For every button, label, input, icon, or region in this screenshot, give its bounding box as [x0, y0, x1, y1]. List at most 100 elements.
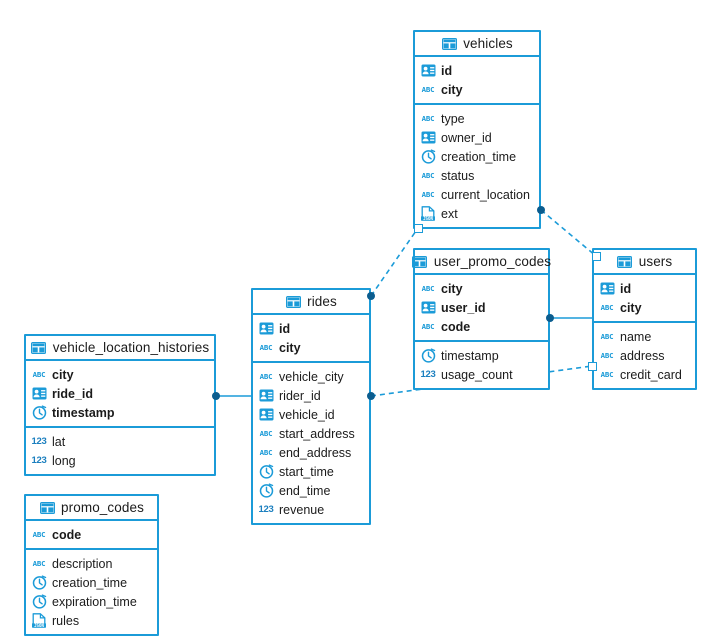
column-row[interactable]: ABC city	[26, 365, 214, 384]
column-name: rider_id	[279, 388, 321, 403]
table-header-user_promo_codes[interactable]: user_promo_codes	[412, 250, 551, 275]
svg-text:JSON: JSON	[34, 623, 44, 628]
column-name: credit_card	[620, 367, 682, 382]
column-row[interactable]: end_time	[253, 481, 369, 500]
column-name: address	[620, 348, 665, 363]
abc-icon: ABC	[421, 283, 435, 293]
column-row[interactable]: timestamp	[415, 346, 548, 365]
123-icon: 123	[31, 435, 47, 447]
column-row[interactable]: ABC city	[253, 338, 369, 357]
column-name: city	[52, 367, 74, 382]
column-row[interactable]: ABC address	[594, 346, 695, 365]
column-name: name	[620, 329, 652, 344]
column-row[interactable]: owner_id	[415, 128, 539, 147]
edge-endpoint-dot	[537, 206, 545, 214]
table-icon	[412, 254, 428, 270]
abc-icon: ABC	[32, 529, 46, 539]
column-row[interactable]: user_id	[415, 298, 548, 317]
json-doc-icon: JSON	[420, 206, 436, 222]
column-name: city	[441, 82, 463, 97]
column-name: creation_time	[52, 575, 128, 590]
column-row[interactable]: timestamp	[26, 403, 214, 422]
edge-endpoint-dot	[367, 292, 375, 300]
column-row[interactable]: rider_id	[253, 386, 369, 405]
column-row[interactable]: id	[594, 279, 695, 298]
column-name: ride_id	[52, 386, 93, 401]
edge-endpoint-dot	[546, 314, 554, 322]
column-row[interactable]: vehicle_id	[253, 405, 369, 424]
id-card-icon	[258, 407, 274, 423]
column-row[interactable]: id	[253, 319, 369, 338]
table-header-users[interactable]: users	[594, 250, 695, 275]
table-icon	[617, 254, 633, 270]
column-name: timestamp	[441, 348, 499, 363]
123-icon: 123	[31, 454, 47, 466]
table-header-rides[interactable]: rides	[253, 290, 369, 315]
clock-icon	[31, 594, 47, 610]
column-name: long	[52, 453, 76, 468]
column-row[interactable]: 123 long	[26, 451, 214, 470]
table-header-promo_codes[interactable]: promo_codes	[26, 496, 157, 521]
abc-icon: ABC	[259, 428, 273, 438]
edge-endpoint-square	[587, 361, 597, 371]
column-name: user_id	[441, 300, 486, 315]
abc-icon: ABC	[600, 350, 614, 360]
column-row[interactable]: start_time	[253, 462, 369, 481]
clock-icon	[258, 483, 274, 499]
column-row[interactable]: expiration_time	[26, 592, 157, 611]
table-header-vehicles[interactable]: vehicles	[415, 32, 539, 57]
column-name: id	[441, 63, 453, 78]
clock-icon	[420, 348, 436, 364]
column-row[interactable]: creation_time	[415, 147, 539, 166]
column-name: description	[52, 556, 113, 571]
column-name: owner_id	[441, 130, 492, 145]
column-name: start_time	[279, 464, 334, 479]
edge-endpoint-square	[591, 251, 601, 261]
clock-icon	[31, 405, 47, 421]
column-name: end_time	[279, 483, 331, 498]
column-name: creation_time	[441, 149, 517, 164]
column-row[interactable]: creation_time	[26, 573, 157, 592]
123-icon: 123	[420, 368, 436, 380]
column-name: city	[279, 340, 301, 355]
abc-icon: ABC	[32, 369, 46, 379]
column-row[interactable]: ride_id	[26, 384, 214, 403]
table-header-vehicle_location_histories[interactable]: vehicle_location_histories	[26, 336, 214, 361]
json-doc-icon: JSON	[31, 613, 47, 629]
column-row[interactable]: id	[415, 61, 539, 80]
column-name: vehicle_city	[279, 369, 344, 384]
abc-icon: ABC	[259, 342, 273, 352]
